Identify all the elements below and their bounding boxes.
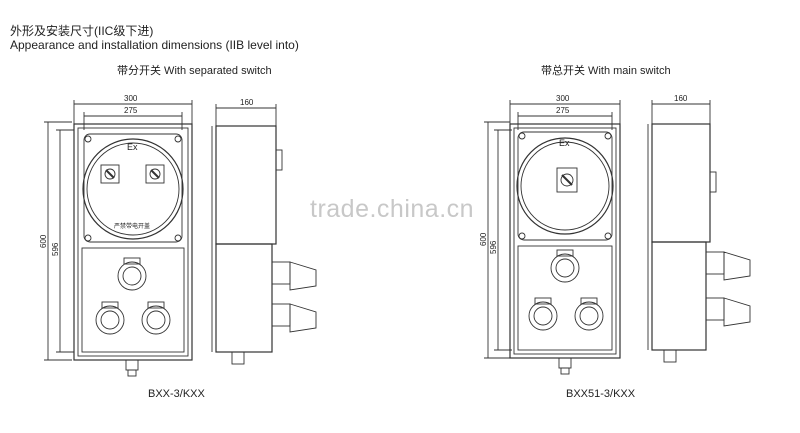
left-ex-mark: Ex [127, 142, 138, 152]
right-front-view: 300 275 600 596 Ex [479, 94, 621, 375]
title-chinese: 外形及安装尺寸(IIC级下进) [10, 24, 154, 38]
right-dim-596: 596 [489, 240, 498, 254]
left-dim-160: 160 [240, 98, 254, 107]
left-side-view: 160 [211, 98, 317, 365]
watermark: trade.china.cn [310, 195, 475, 223]
left-model-label: BXX-3/KXX [148, 388, 205, 400]
left-dim-600: 600 [39, 234, 48, 248]
right-dim-275: 275 [556, 106, 570, 115]
right-ex-mark: Ex [559, 138, 570, 148]
left-panel-label: 严禁带电开盖 [114, 222, 150, 230]
left-dim-596: 596 [51, 242, 60, 256]
right-dim-600: 600 [479, 232, 488, 246]
right-side-view: 160 [647, 94, 751, 363]
left-caption: 带分开关 With separated switch [117, 65, 272, 77]
right-dim-160: 160 [674, 94, 688, 103]
right-dim-300: 300 [556, 94, 570, 103]
title-english: Appearance and installation dimensions (… [10, 38, 299, 52]
left-dim-300: 300 [124, 94, 138, 103]
right-caption: 带总开关 With main switch [541, 65, 671, 77]
right-model-label: BXX51-3/KXX [566, 388, 636, 400]
left-dim-275: 275 [124, 106, 138, 115]
left-front-view: 300 275 600 596 Ex 严禁带电开盖 [39, 94, 193, 377]
